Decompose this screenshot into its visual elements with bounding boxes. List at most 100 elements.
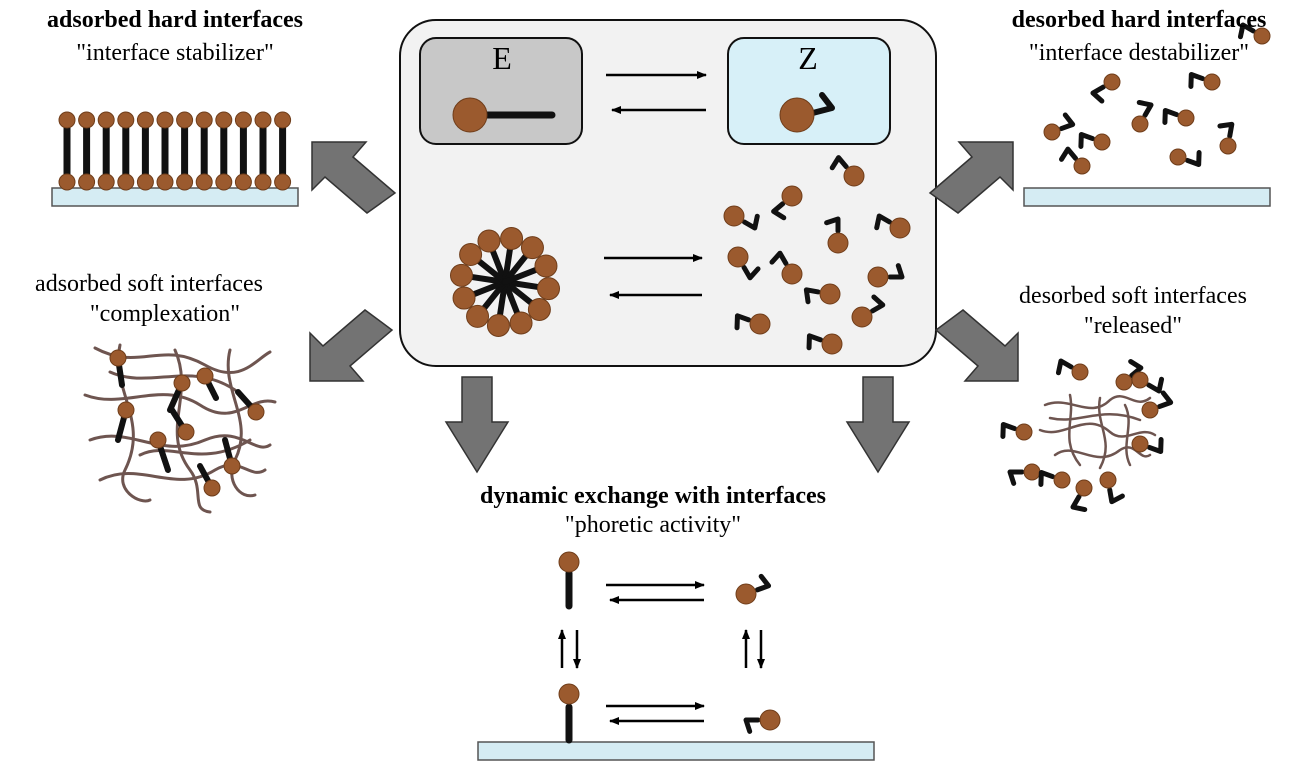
central-z-monomer-tail (734, 313, 752, 331)
desorbed-hard-z-monomer-head (1103, 73, 1121, 91)
ez-equilibrium-arrows (606, 71, 707, 114)
desorbed-soft-subtitle: "released" (1083, 313, 1183, 339)
micelle-head (477, 229, 501, 253)
desorbed-soft-z-monomer-tail (1000, 421, 1018, 439)
substrate-desorbed-hard (1023, 187, 1271, 207)
adsorbed-soft-head (117, 401, 135, 419)
desorbed-soft-z-monomer-tail (1128, 358, 1144, 379)
micelle-head (520, 236, 544, 260)
micelle-head (486, 314, 510, 338)
z-isomer-box (727, 37, 891, 145)
adsorbed-hard-subtitle: "interface stabilizer" (76, 40, 274, 66)
sam-head-top (58, 111, 76, 129)
central-z-monomer-tail (829, 155, 849, 171)
central-z-monomer-head (827, 232, 849, 254)
micelle-head (527, 297, 551, 321)
desorbed-soft-z-monomer-head (1023, 463, 1041, 481)
desorbed-soft-title: desorbed soft interfaces (1019, 283, 1247, 309)
sam-head-bottom (254, 173, 272, 191)
desorbed-soft-z-monomer-tail (1070, 494, 1088, 513)
sam-head-top (254, 111, 272, 129)
adsorbed-soft-head (109, 349, 127, 367)
desorbed-soft-z-monomer-tail (1146, 376, 1165, 394)
sam-head-top (78, 111, 96, 129)
adsorbed-soft-tail (115, 413, 128, 443)
substrate-dynamic (477, 741, 875, 761)
sam-head-bottom (136, 173, 154, 191)
polymer-coil-desorbed-soft (1038, 393, 1157, 470)
central-z-monomer-head (749, 313, 771, 335)
central-z-monomer-head (781, 185, 803, 207)
desorbed-hard-z-monomer-tail (1184, 150, 1202, 168)
sam-head-top (156, 111, 174, 129)
adsorbed-soft-subtitle: "complexation" (89, 301, 241, 327)
desorbed-hard-z-monomer-tail (1162, 107, 1180, 125)
desorbed-soft-z-monomer-head (1071, 363, 1089, 381)
adsorbed-soft-tail (157, 443, 171, 473)
sam-head-bottom (58, 173, 76, 191)
arrow-to-adsorbed-soft (309, 309, 394, 382)
sam-head-bottom (97, 173, 115, 191)
adsorbed-soft-head (203, 479, 221, 497)
central-z-monomer-tail (874, 213, 893, 231)
adsorbed-soft-tail (115, 360, 125, 388)
desorbed-soft-z-monomer-tail (1038, 469, 1056, 487)
central-z-monomer-tail (771, 201, 787, 221)
adsorbed-soft-tail (167, 385, 183, 413)
sam-head-bottom (176, 173, 194, 191)
sam-head-bottom (78, 173, 96, 191)
desorbed-hard-z-monomer-tail (1217, 121, 1235, 139)
dynamic-z-adsorbed-head (759, 709, 781, 731)
desorbed-hard-z-monomer-tail (1090, 84, 1106, 104)
desorbed-hard-title: desorbed hard interfaces (1011, 7, 1267, 33)
adsorbed-soft-title: adsorbed soft interfaces (35, 271, 263, 297)
sam-head-top (274, 111, 292, 129)
dynamic-title: dynamic exchange with interfaces (480, 483, 826, 509)
desorbed-hard-z-monomer-tail (1188, 71, 1206, 89)
desorbed-hard-z-monomer-tail (1237, 22, 1256, 40)
dynamic-z-free-head (735, 583, 757, 605)
adsorbed-soft-head (247, 403, 265, 421)
desorbed-soft-z-monomer-head (1141, 401, 1159, 419)
desorbed-hard-z-monomer-head (1093, 133, 1111, 151)
sam-head-top (136, 111, 154, 129)
e-molecule-head (452, 97, 488, 133)
substrate-adsorbed-hard (51, 187, 299, 207)
desorbed-soft-z-monomer-tail (1055, 358, 1074, 376)
micelle-head (449, 263, 473, 287)
desorbed-soft-z-monomer-head (1053, 471, 1071, 489)
micelle-head (509, 311, 533, 335)
dynamic-e-free-head (558, 551, 580, 573)
central-z-monomer-tail (741, 264, 761, 281)
desorbed-soft-z-monomer-head (1099, 471, 1117, 489)
central-z-monomer-tail (803, 287, 821, 305)
adsorbed-soft-head (223, 457, 241, 475)
central-z-monomer-tail (741, 213, 760, 231)
central-z-monomer-tail (824, 216, 841, 234)
central-z-monomer-tail (869, 294, 886, 314)
desorbed-soft-z-monomer-tail (1007, 469, 1025, 486)
desorbed-hard-z-monomer-tail (1058, 146, 1079, 162)
desorbed-hard-z-monomer-head (1253, 27, 1271, 45)
desorbed-soft-z-monomer-tail (1107, 487, 1125, 505)
desorbed-hard-z-monomer-head (1043, 123, 1061, 141)
micelle-head (459, 243, 483, 267)
adsorbed-soft-head (177, 423, 195, 441)
sam-head-bottom (274, 173, 292, 191)
desorbed-soft-z-monomer-head (1015, 423, 1033, 441)
micelle-head (537, 277, 561, 301)
micelle-head (534, 254, 558, 278)
desorbed-hard-z-monomer-head (1219, 137, 1237, 155)
desorbed-hard-z-monomer-head (1073, 157, 1091, 175)
desorbed-soft-z-monomer-head (1075, 479, 1093, 497)
arrow-to-dynamic-left (444, 376, 510, 474)
adsorbed-soft-head (196, 367, 214, 385)
arrow-to-desorbed-soft (934, 309, 1019, 382)
central-z-monomer-head (821, 333, 843, 355)
dynamic-z-adsorbed-tail (743, 717, 761, 734)
central-z-monomer-head (843, 165, 865, 187)
dynamic-e-adsorbed-head (558, 683, 580, 705)
desorbed-hard-z-monomer-tail (1078, 131, 1096, 149)
central-z-monomer-tail (806, 333, 824, 351)
